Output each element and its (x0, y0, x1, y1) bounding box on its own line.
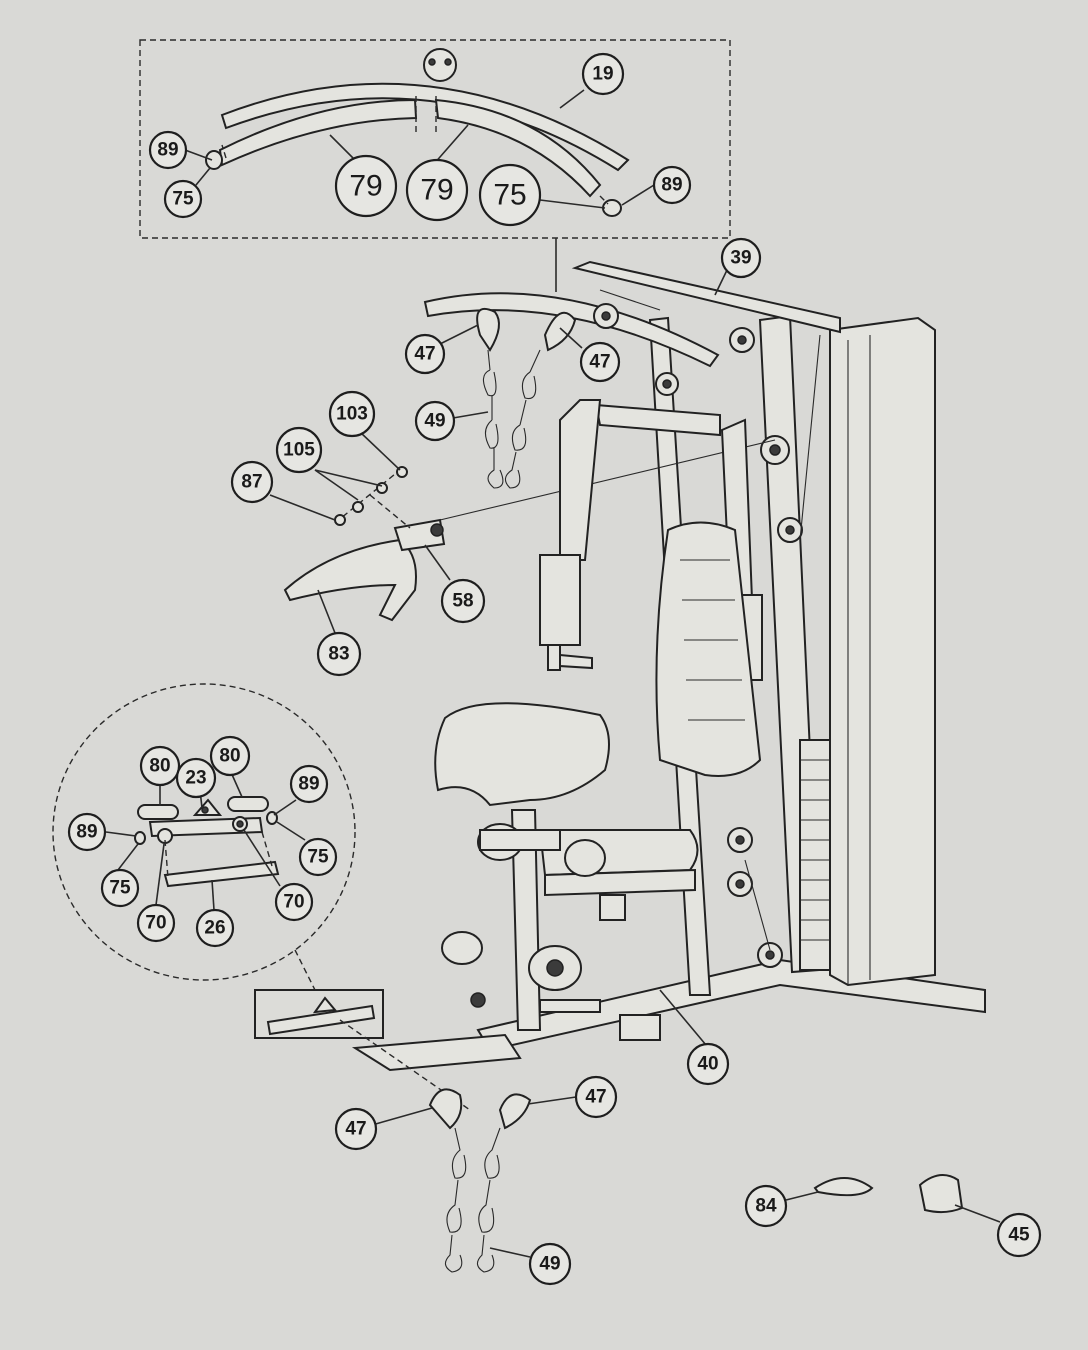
svg-text:84: 84 (755, 1196, 777, 1217)
svg-text:75: 75 (109, 878, 131, 899)
callout-79-left: 79 (334, 154, 398, 218)
callout-47-lower-right: 47 (574, 1075, 618, 1119)
svg-text:89: 89 (157, 140, 178, 161)
svg-text:47: 47 (585, 1087, 606, 1108)
detail-leader-circle (294, 949, 316, 991)
callout-89-top-right: 89 (652, 165, 692, 205)
leader-lines (105, 89, 1001, 1258)
chain-lower (428, 1088, 532, 1273)
callout-47-lower-left: 47 (334, 1107, 378, 1151)
svg-text:26: 26 (204, 918, 225, 939)
callout-89-circle-right: 89 (289, 764, 329, 804)
bar-detail-circle (52, 683, 356, 981)
callout-40: 40 (686, 1042, 730, 1086)
svg-text:83: 83 (328, 644, 349, 665)
cap-part-45 (918, 1174, 964, 1214)
part-callouts: 19 89 75 79 79 75 89 39 47 47 49 103 105… (67, 52, 1042, 1286)
callout-19: 19 (581, 52, 625, 96)
svg-text:47: 47 (345, 1119, 366, 1140)
handle-part-84 (813, 1177, 874, 1197)
callout-45: 45 (996, 1212, 1042, 1258)
callout-84: 84 (744, 1184, 788, 1228)
svg-text:80: 80 (149, 756, 170, 777)
svg-text:79: 79 (420, 174, 453, 207)
callout-103: 103 (328, 390, 376, 438)
short-bar-detail (134, 796, 280, 888)
svg-text:58: 58 (452, 591, 473, 612)
svg-text:89: 89 (661, 175, 682, 196)
svg-text:47: 47 (589, 352, 610, 373)
svg-text:45: 45 (1008, 1225, 1030, 1246)
callout-58: 58 (440, 578, 486, 624)
callout-80-right: 80 (209, 735, 251, 777)
callout-87: 87 (230, 460, 274, 504)
svg-text:49: 49 (424, 411, 445, 432)
home-gym-machine (351, 260, 986, 1072)
callout-47-upper-left: 47 (404, 333, 446, 375)
chain-upper (476, 307, 577, 489)
callout-75-circle-left: 75 (100, 868, 140, 908)
callout-47-upper-right: 47 (579, 341, 621, 383)
svg-text:103: 103 (336, 404, 368, 425)
callout-89-circle-left: 89 (67, 812, 107, 852)
svg-text:89: 89 (298, 774, 319, 795)
callout-49-upper: 49 (414, 400, 456, 442)
callout-70-right: 70 (274, 882, 314, 922)
top-bar-detail (205, 48, 630, 217)
callout-83: 83 (316, 631, 362, 677)
callout-75-big: 75 (478, 163, 542, 227)
callout-105: 105 (275, 426, 323, 474)
svg-text:40: 40 (697, 1054, 718, 1075)
svg-text:105: 105 (283, 440, 315, 461)
svg-text:75: 75 (307, 847, 329, 868)
callout-79-right: 79 (405, 158, 469, 222)
svg-text:47: 47 (414, 344, 435, 365)
svg-text:89: 89 (76, 822, 97, 843)
svg-text:75: 75 (172, 189, 194, 210)
svg-text:39: 39 (730, 248, 751, 269)
svg-text:70: 70 (145, 913, 166, 934)
handle-assembly (283, 466, 446, 622)
callout-70-left: 70 (136, 903, 176, 943)
svg-text:49: 49 (539, 1254, 560, 1275)
callout-39: 39 (720, 237, 762, 279)
callout-89-top-left: 89 (148, 130, 188, 170)
callout-75-circle-right: 75 (298, 837, 338, 877)
svg-text:79: 79 (349, 170, 382, 203)
callout-26: 26 (195, 908, 235, 948)
callout-75-top-left: 75 (163, 179, 203, 219)
callout-49-lower: 49 (528, 1242, 572, 1286)
svg-text:19: 19 (592, 64, 613, 85)
svg-text:80: 80 (219, 746, 240, 767)
callout-23: 23 (175, 757, 217, 799)
svg-text:70: 70 (283, 892, 304, 913)
callout-80-left: 80 (139, 745, 181, 787)
svg-text:23: 23 (185, 768, 206, 789)
top-bar-detail-box (139, 39, 731, 239)
svg-text:87: 87 (241, 472, 262, 493)
svg-text:75: 75 (493, 179, 526, 212)
